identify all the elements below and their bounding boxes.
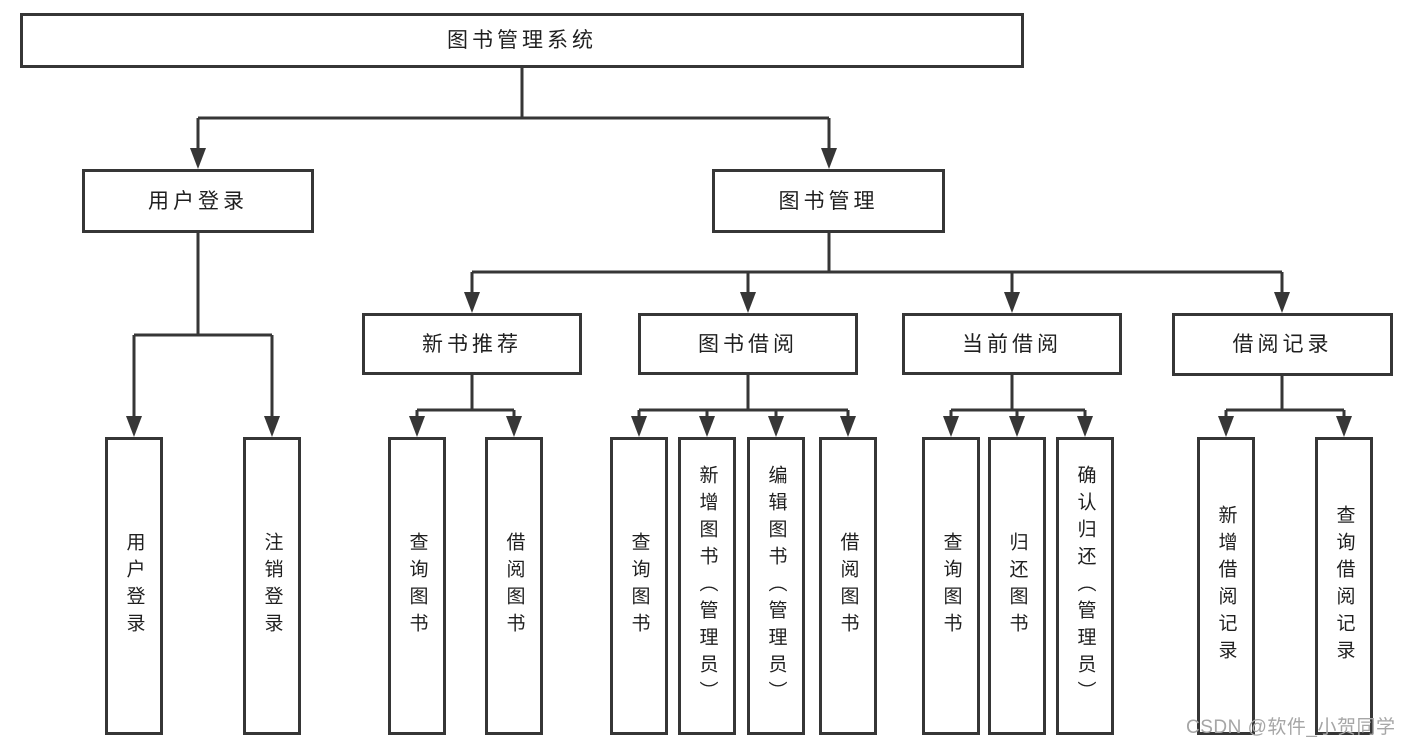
node-leaf-query-books: 查询图书	[610, 437, 668, 735]
arrowhead-icon	[464, 292, 480, 313]
arrowhead-icon	[1218, 416, 1234, 437]
node-leaf-borrow-books: 借阅图书	[485, 437, 543, 735]
node-leaf-borrow-books: 借阅图书	[819, 437, 877, 735]
node-label: 新书推荐	[422, 332, 522, 356]
arrowhead-icon	[1004, 292, 1020, 313]
connector-root-to-level2	[196, 68, 831, 150]
node-leaf-query-books: 查询图书	[922, 437, 980, 735]
node-label: 图书借阅	[698, 332, 798, 356]
arrowhead-icon	[126, 416, 142, 437]
node-library-management-system: 图书管理系统	[20, 13, 1024, 68]
node-label: 用户登录	[148, 189, 248, 213]
arrowhead-icon	[943, 416, 959, 437]
node-label: 图书管理系统	[447, 29, 597, 52]
node-leaf-query-borrow-record: 查询借阅记录	[1315, 437, 1373, 735]
arrowhead-icon	[409, 416, 425, 437]
connector-user-login-to-children	[132, 233, 274, 418]
node-label: 编辑图书（管理员）	[765, 464, 787, 708]
arrowhead-icon	[1009, 416, 1025, 437]
arrowhead-icon	[1336, 416, 1352, 437]
connector-book-management-to-level3	[470, 233, 1284, 294]
node-new-book-recommend: 新书推荐	[362, 313, 582, 375]
csdn-watermark: CSDN @软件_小贺同学	[1186, 717, 1396, 738]
connector-current-borrow-to-children	[949, 375, 1087, 418]
node-label: 用户登录	[123, 532, 145, 640]
node-label: 注销登录	[261, 532, 283, 640]
arrowhead-icon	[840, 416, 856, 437]
node-current-borrow: 当前借阅	[902, 313, 1122, 375]
node-label: 借阅图书	[503, 532, 525, 640]
arrowhead-icon	[631, 416, 647, 437]
arrowhead-icon	[506, 416, 522, 437]
node-label: 归还图书	[1006, 532, 1028, 640]
node-user-login: 用户登录	[82, 169, 314, 233]
node-book-management: 图书管理	[712, 169, 945, 233]
arrowhead-icon	[1077, 416, 1093, 437]
node-label: 查询图书	[628, 532, 650, 640]
node-leaf-confirm-return-admin: 确认归还（管理员）	[1056, 437, 1114, 735]
node-label: 借阅图书	[837, 532, 859, 640]
node-label: 图书管理	[778, 189, 879, 213]
node-leaf-return-books: 归还图书	[988, 437, 1046, 735]
arrowhead-icon	[768, 416, 784, 437]
node-label: 查询图书	[406, 532, 428, 640]
node-leaf-user-login: 用户登录	[105, 437, 163, 735]
connector-borrow-records-to-children	[1224, 375, 1346, 418]
node-leaf-add-borrow-record: 新增借阅记录	[1197, 437, 1255, 735]
node-label: 当前借阅	[962, 332, 1062, 356]
node-label: 新增借阅记录	[1215, 505, 1237, 667]
arrowhead-icon	[821, 148, 837, 169]
node-label: 借阅记录	[1232, 333, 1333, 356]
arrowhead-icon	[1274, 292, 1290, 313]
node-leaf-edit-books-admin: 编辑图书（管理员）	[747, 437, 805, 735]
node-leaf-logout: 注销登录	[243, 437, 301, 735]
node-leaf-add-books-admin: 新增图书（管理员）	[678, 437, 736, 735]
connector-book-borrow-to-children	[637, 375, 850, 418]
arrowhead-icon	[264, 416, 280, 437]
node-book-borrow: 图书借阅	[638, 313, 858, 375]
connector-new-book-recommend-to-children	[415, 375, 516, 418]
node-label: 新增图书（管理员）	[696, 464, 718, 708]
arrowhead-icon	[740, 292, 756, 313]
node-leaf-query-books: 查询图书	[388, 437, 446, 735]
node-borrow-records: 借阅记录	[1172, 313, 1393, 376]
arrowhead-icon	[699, 416, 715, 437]
arrowhead-icon	[190, 148, 206, 169]
node-label: 确认归还（管理员）	[1074, 464, 1096, 708]
node-label: 查询借阅记录	[1333, 505, 1355, 667]
node-label: 查询图书	[940, 532, 962, 640]
